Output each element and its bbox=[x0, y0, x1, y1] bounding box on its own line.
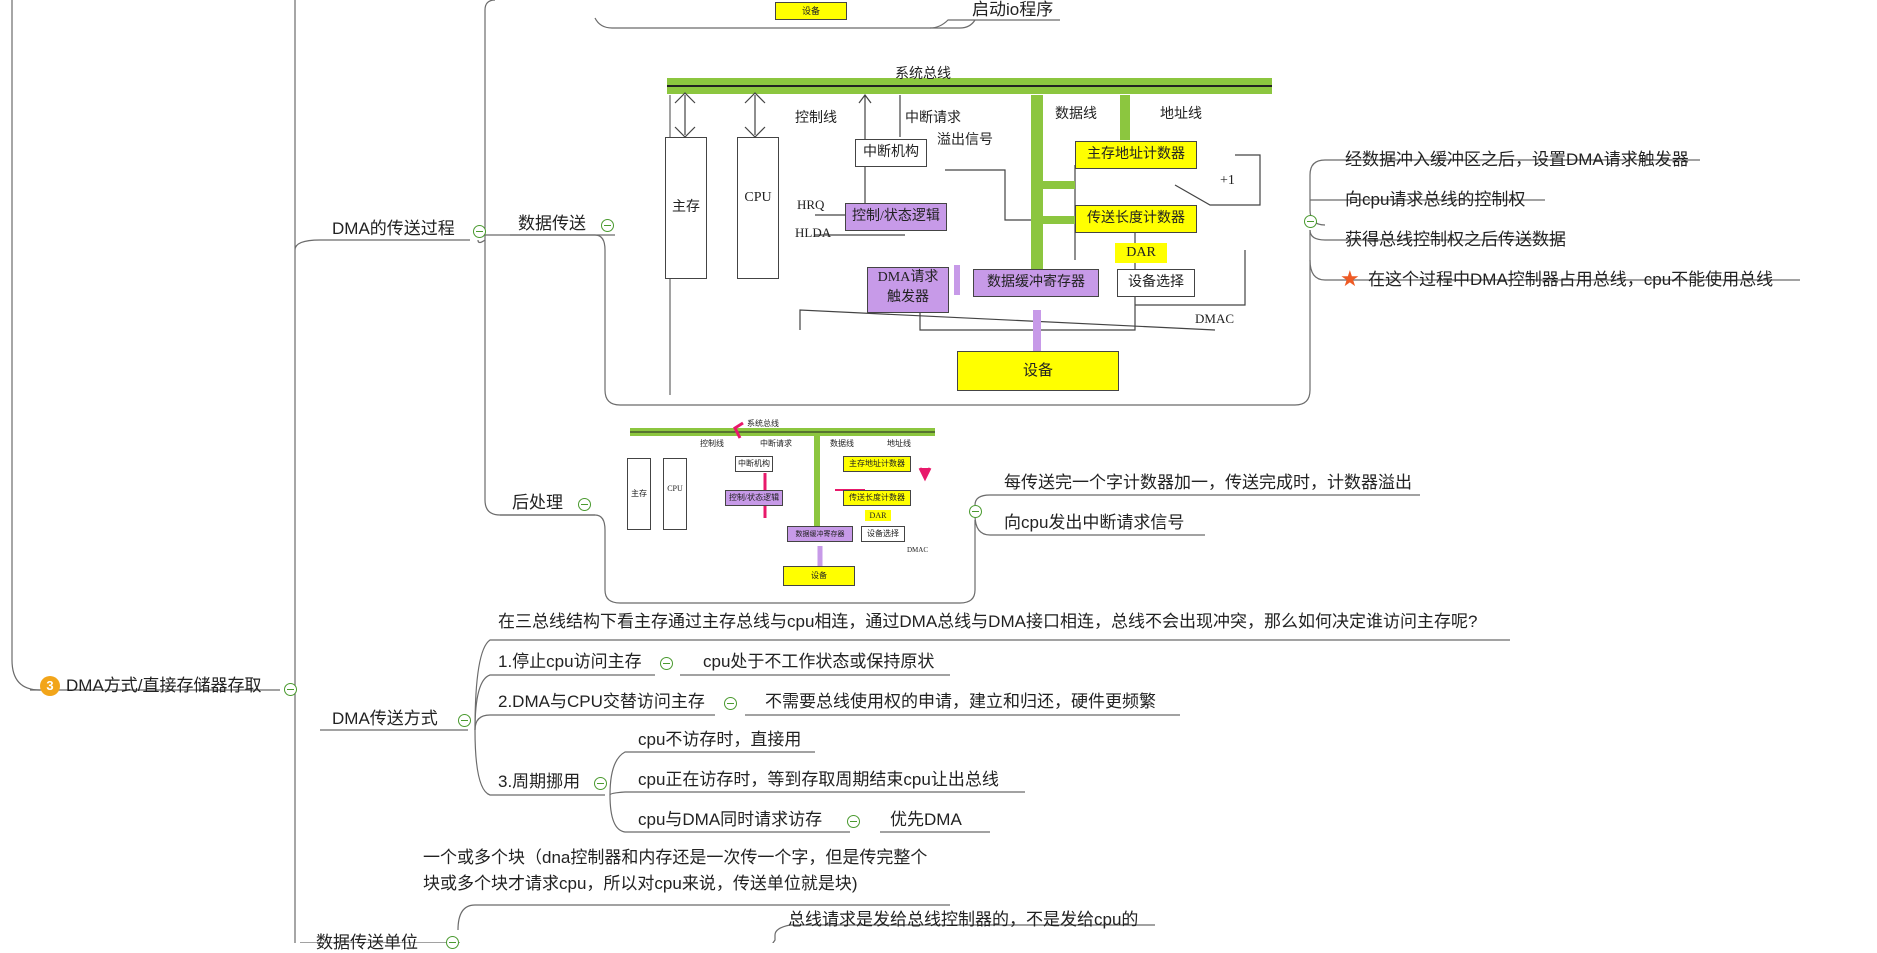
dia-overflow-signal: 溢出信号 bbox=[937, 133, 993, 148]
dia-small-interrupt-unit: 中断机构 bbox=[735, 456, 773, 472]
mode-3-label[interactable]: 3.周期挪用 bbox=[498, 772, 581, 791]
dia-small-dmac: DMAC bbox=[907, 546, 929, 554]
dia-small-main-memory: 主存 bbox=[627, 458, 651, 530]
dia-small-data-buffer: 数据缓冲寄存器 bbox=[787, 526, 853, 542]
data-transfer-note-4[interactable]: 在这个过程中DMA控制器占用总线，cpu不能使用总线 bbox=[1368, 270, 1774, 289]
dia-small-control-logic: 控制/状态逻辑 bbox=[725, 490, 783, 506]
top-fragment-label[interactable]: 启动io程序 bbox=[972, 0, 1054, 19]
branch-data-unit[interactable]: 数据传送单位 bbox=[316, 933, 418, 952]
dma-diagram-small: 系统总线 控制线 中断请求 数据线 地址线 主存 CPU 中断机构 主存地址计数… bbox=[625, 418, 940, 588]
dia-small-addr-counter: 主存地址计数器 bbox=[843, 456, 911, 472]
dia-small-system-bus: 系统总线 bbox=[747, 419, 779, 428]
data-transfer-collapse-toggle[interactable] bbox=[601, 219, 614, 232]
data-unit-sub-note[interactable]: 总线请求是发给总线控制器的，不是发给cpu的 bbox=[788, 910, 1139, 929]
post-process-collapse-toggle[interactable] bbox=[578, 498, 591, 511]
top-fragment-device-box: 设备 bbox=[775, 2, 847, 20]
dia-small-device-select: 设备选择 bbox=[861, 526, 905, 542]
top-fragment-image: 设备 bbox=[595, 0, 935, 28]
dia-small-device: 设备 bbox=[783, 566, 855, 586]
mode-1-label[interactable]: 1.停止cpu访问主存 bbox=[498, 652, 642, 671]
branch-dma-modes[interactable]: DMA传送方式 bbox=[332, 709, 438, 728]
dia-dma-request-line2: 触发器 bbox=[887, 290, 929, 305]
dia-plus-one: +1 bbox=[1220, 173, 1235, 188]
dia-small-address-line: 地址线 bbox=[887, 439, 911, 448]
dma-diagram-lines bbox=[667, 78, 1272, 395]
dma-process-collapse-toggle[interactable] bbox=[473, 225, 486, 238]
dma-modes-collapse-toggle[interactable] bbox=[458, 714, 471, 727]
root-connector bbox=[11, 0, 41, 691]
mode-3-item-1[interactable]: cpu不访存时，直接用 bbox=[638, 730, 802, 749]
dia-small-interrupt-request: 中断请求 bbox=[760, 439, 792, 448]
dia-data-line: 数据线 bbox=[1055, 107, 1097, 122]
dia-main-memory: 主存 bbox=[665, 137, 707, 279]
dia-dma-request-line1: DMA请求 bbox=[877, 270, 939, 285]
node-post-process[interactable]: 后处理 bbox=[512, 493, 563, 512]
mode-2-detail[interactable]: 不需要总线使用权的申请，建立和归还，硬件更频繁 bbox=[765, 692, 1156, 711]
dia-small-control-line: 控制线 bbox=[700, 439, 724, 448]
post-process-notes-collapse-toggle[interactable] bbox=[969, 505, 982, 518]
dia-data-buffer: 数据缓冲寄存器 bbox=[973, 269, 1099, 297]
dia-small-data-line: 数据线 bbox=[830, 439, 854, 448]
dia-hlda: HLDA bbox=[795, 225, 832, 240]
dia-len-counter: 传送长度计数器 bbox=[1075, 205, 1197, 233]
mode-1-collapse-toggle[interactable] bbox=[660, 657, 673, 670]
data-transfer-note-2[interactable]: 向cpu请求总线的控制权 bbox=[1345, 190, 1526, 209]
mode-3-collapse-toggle[interactable] bbox=[594, 777, 607, 790]
dia-address-line: 地址线 bbox=[1160, 107, 1202, 122]
dia-small-dar: DAR bbox=[865, 510, 891, 521]
dia-device-select: 设备选择 bbox=[1117, 269, 1195, 297]
dia-interrupt-unit: 中断机构 bbox=[855, 139, 927, 167]
dia-dmac: DMAC bbox=[1195, 311, 1235, 326]
dia-addr-counter: 主存地址计数器 bbox=[1075, 141, 1197, 169]
dia-dma-request: DMA请求 触发器 bbox=[867, 267, 949, 313]
mode-3-sub-detail[interactable]: 优先DMA bbox=[890, 810, 962, 829]
dia-control-logic: 控制/状态逻辑 bbox=[845, 203, 947, 231]
data-transfer-note-3[interactable]: 获得总线控制权之后传送数据 bbox=[1345, 230, 1566, 249]
root-collapse-toggle[interactable] bbox=[284, 683, 297, 696]
dia-small-cpu: CPU bbox=[663, 458, 687, 530]
mode-2-label[interactable]: 2.DMA与CPU交替访问主存 bbox=[498, 692, 705, 711]
mode-3-item-2[interactable]: cpu正在访存时，等到存取周期结束cpu让出总线 bbox=[638, 770, 999, 789]
data-transfer-note-1[interactable]: 经数据冲入缓冲区之后，设置DMA请求触发器 bbox=[1345, 150, 1689, 169]
dia-interrupt-request: 中断请求 bbox=[905, 111, 961, 126]
mode-1-detail[interactable]: cpu处于不工作状态或保持原状 bbox=[703, 652, 935, 671]
mode-2-collapse-toggle[interactable] bbox=[724, 697, 737, 710]
dia-system-bus: 系统总线 bbox=[895, 67, 951, 82]
root-order-badge: 3 bbox=[40, 676, 60, 696]
mode-3-item-3[interactable]: cpu与DMA同时请求访存 bbox=[638, 810, 823, 829]
star-icon: ★ bbox=[1340, 266, 1360, 291]
dma-diagram-large: 系统总线 控制线 中断请求 数据线 地址线 主存 CPU 中断机构 溢出信号 主… bbox=[655, 55, 1280, 400]
dia-hrq: HRQ bbox=[797, 197, 825, 212]
data-unit-text-line1[interactable]: 一个或多个块（dna控制器和内存还是一次传一个字，但是传完整个 bbox=[423, 848, 928, 867]
data-unit-text-line2[interactable]: 块或多个块才请求cpu，所以对cpu来说，传送单位就是块) bbox=[423, 874, 858, 893]
dma-modes-intro[interactable]: 在三总线结构下看主存通过主存总线与cpu相连，通过DMA总线与DMA接口相连，总… bbox=[498, 612, 1478, 631]
dia-small-len-counter: 传送长度计数器 bbox=[843, 490, 911, 506]
dia-device: 设备 bbox=[957, 351, 1119, 391]
mode-3-item-3-collapse-toggle[interactable] bbox=[847, 815, 860, 828]
dia-dar: DAR bbox=[1115, 243, 1167, 263]
node-data-transfer[interactable]: 数据传送 bbox=[518, 214, 586, 233]
root-topic[interactable]: DMA方式/直接存储器存取 bbox=[66, 676, 262, 695]
dia-cpu: CPU bbox=[737, 137, 779, 279]
data-transfer-notes-collapse-toggle[interactable] bbox=[1304, 215, 1317, 228]
post-process-note-2[interactable]: 向cpu发出中断请求信号 bbox=[1004, 513, 1185, 532]
post-process-note-1[interactable]: 每传送完一个字计数器加一，传送完成时，计数器溢出 bbox=[1004, 473, 1412, 492]
branch-dma-process[interactable]: DMA的传送过程 bbox=[332, 219, 455, 238]
dia-control-line: 控制线 bbox=[795, 111, 837, 126]
